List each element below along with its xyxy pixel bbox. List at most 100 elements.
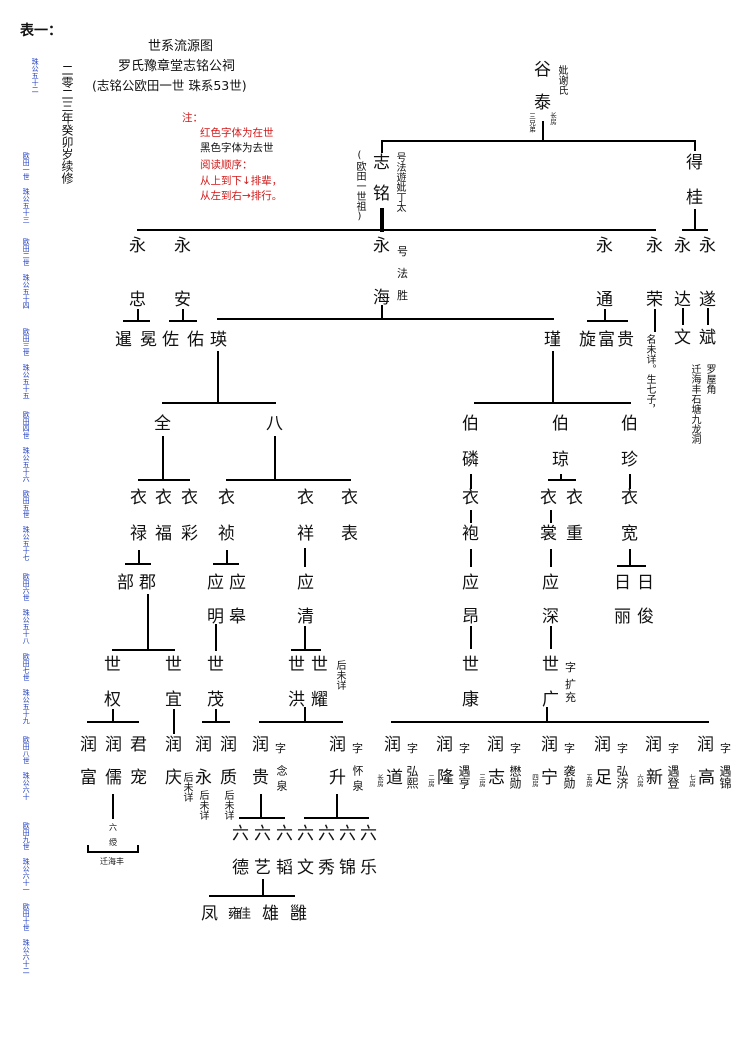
person-li: 丽 (614, 607, 631, 627)
person-cai: 彩 (181, 524, 198, 544)
note-wen: 迁海丰石塘九龙洞 (689, 364, 700, 444)
legend-red-meaning: 红色字体为在世 (200, 127, 274, 139)
note-nianquan-1: 念 (275, 765, 288, 776)
person-ming: 明 (207, 607, 224, 627)
person-tong: 通 (596, 290, 613, 310)
person-yi: 宜 (165, 690, 182, 710)
person-hong: 洪 (288, 690, 305, 710)
note-chong: 充 (565, 691, 576, 704)
note-hongji: 弘济 (615, 765, 629, 789)
person-xiong: 雄 (262, 904, 279, 924)
person-shi: 世 (462, 655, 479, 675)
note-zi: 字 (720, 742, 731, 755)
person-hai: 海 (373, 288, 390, 308)
person-bo: 伯 (552, 414, 569, 434)
person-bo: 伯 (621, 414, 638, 434)
person-kuan: 宽 (621, 524, 638, 544)
person-shi: 世 (165, 655, 182, 675)
person-jun: 君 (130, 735, 147, 755)
person-shi: 世 (207, 655, 224, 675)
person-zhong: 忠 (129, 290, 146, 310)
person-shang: 裳 (540, 524, 557, 544)
note-yao: 后未详 (334, 660, 345, 690)
person-de: 得 (686, 153, 703, 173)
person-yong2: 雝 (290, 904, 307, 924)
person-jin: 锦 (339, 858, 356, 878)
person-kang: 康 (462, 690, 479, 710)
person-gu: 谷 (534, 60, 551, 80)
person-sheng: 升 (329, 768, 346, 788)
person-ming: 铭 (373, 184, 390, 204)
person-run: 润 (80, 735, 97, 755)
person-ying: 应 (462, 573, 479, 593)
person-yi: 衣 (621, 488, 638, 508)
note-fang-4: 四房 (530, 774, 539, 787)
person-zhen: 珍 (621, 450, 638, 470)
person-yong: 永 (373, 236, 390, 256)
person-ying: 应 (297, 573, 314, 593)
note-changfang: 长房 (548, 112, 557, 125)
note-fang-3: 三房 (477, 774, 486, 787)
person-yong: 永 (174, 236, 191, 256)
person-ru: 儒 (105, 768, 122, 788)
person-dao: 道 (386, 768, 403, 788)
person-qing: 清 (297, 607, 314, 627)
person-pao: 袍 (462, 524, 479, 544)
note-zi: 字 (352, 742, 363, 755)
person-yi: 衣 (297, 488, 314, 508)
table-label: 表一： (20, 23, 62, 39)
person-run: 润 (252, 735, 269, 755)
person-qing: 庆 (165, 768, 182, 788)
person-liu-small: 六 (109, 823, 117, 832)
person-yi: 艺 (254, 858, 271, 878)
person-zhi: 志 (373, 153, 390, 173)
person-yong: 永 (699, 236, 716, 256)
person-zhi: 质 (220, 768, 237, 788)
person-tao: 韬 (276, 858, 293, 878)
note-qing: 后未详 (181, 772, 192, 802)
person-yi: 衣 (181, 488, 198, 508)
note-zi: 字 (275, 742, 286, 755)
person-gao: 皋 (229, 607, 246, 627)
person-run: 润 (487, 735, 504, 755)
generation-label: 欧田三世 珠公五十五 (22, 328, 31, 399)
person-quan: 权 (104, 690, 121, 710)
person-shen: 深 (542, 607, 559, 627)
person-run: 润 (697, 735, 714, 755)
person-zu: 足 (595, 768, 612, 788)
note-hongxi: 弘熙 (405, 765, 419, 789)
person-liu: 六 (339, 824, 356, 844)
person-run: 润 (195, 735, 212, 755)
person-lin: 磷 (462, 450, 479, 470)
person-bo: 伯 (462, 414, 479, 434)
generation-label: 欧田八世 珠公六十 (22, 736, 31, 800)
person-liu: 六 (297, 824, 314, 844)
note-fang-6: 六房 (635, 774, 644, 787)
note-bin: 罗屋角 (704, 364, 715, 394)
note-yuheng: 遇亨 (457, 765, 471, 789)
generation-label: 欧田九世 珠公六十一 (22, 822, 31, 893)
note-zi: 字 (459, 742, 470, 755)
person-run: 润 (594, 735, 611, 755)
note-fang-7: 七房 (687, 774, 696, 787)
person-yong: 永 (646, 236, 663, 256)
person-ying: 瑛 (210, 330, 227, 350)
note-sheng: 胜 (397, 289, 408, 302)
person-ying: 应 (229, 573, 246, 593)
person-yi: 衣 (218, 488, 235, 508)
revision-note: 二零二三年癸卯岁续修 (60, 64, 74, 184)
person-shi: 世 (311, 655, 328, 675)
person-xin: 新 (646, 768, 663, 788)
chart-title: 世系流源图 (148, 39, 214, 54)
person-yong: 永 (674, 236, 691, 256)
person-jun: 俊 (637, 607, 654, 627)
person-yong: 永 (596, 236, 613, 256)
person-run: 润 (165, 735, 182, 755)
person-bin: 斌 (699, 328, 716, 348)
person-biao: 表 (341, 524, 358, 544)
generation-label: 欧田十世 珠公六十二 (22, 903, 31, 974)
person-xiu: 秀 (318, 858, 335, 878)
person-run: 润 (645, 735, 662, 755)
